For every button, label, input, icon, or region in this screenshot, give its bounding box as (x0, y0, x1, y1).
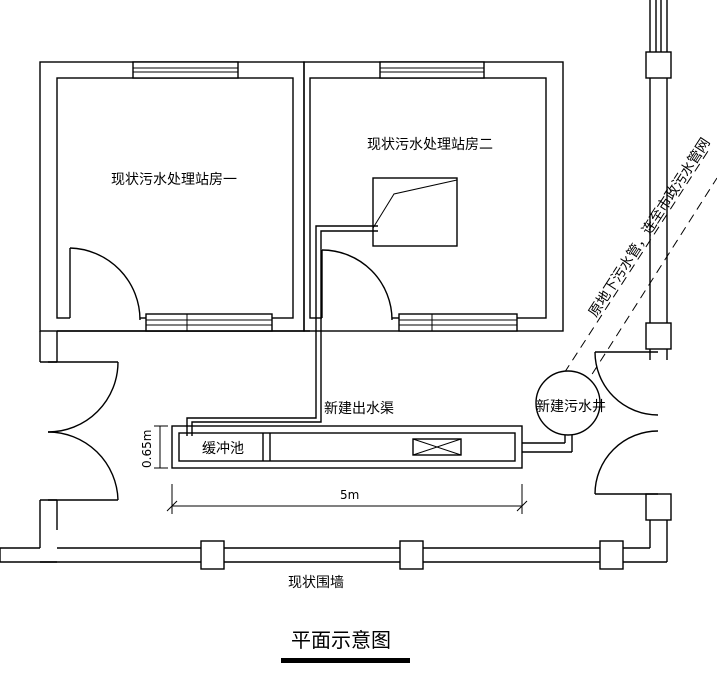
room2-window-top (379, 61, 485, 79)
buffer-pool-label: 缓冲池 (202, 441, 244, 457)
bottom-fence (40, 540, 667, 570)
room2-window-bottom (398, 313, 518, 332)
right-gate (594, 351, 659, 495)
room1-door (69, 247, 141, 322)
room2-door (321, 249, 393, 322)
left-gate (47, 361, 119, 501)
sewage-well (535, 370, 601, 436)
room1-window-top (132, 61, 239, 79)
room2-label: 现状污水处理站房二 (367, 137, 493, 153)
outlet-channel (171, 425, 573, 469)
fence-label: 现状围墙 (288, 575, 344, 591)
room1-label: 现状污水处理站房一 (111, 172, 237, 188)
room-2 (303, 61, 564, 332)
well-label: 新建污水井 (536, 399, 606, 415)
underground-pipe (547, 147, 717, 413)
dimension-width (154, 425, 168, 469)
dimension-length (166, 484, 528, 514)
title-underline (281, 658, 410, 663)
channel-label: 新建出水渠 (324, 401, 394, 417)
right-fence (645, 0, 672, 562)
room2-equipment (372, 177, 458, 247)
dim-length-label: 5m (340, 488, 359, 502)
room1-window-bottom (145, 313, 273, 332)
left-wall (0, 330, 310, 563)
room-1 (39, 61, 305, 332)
drawing-title: 平面示意图 (291, 628, 391, 652)
dim-width-label: 0.65m (140, 430, 154, 468)
